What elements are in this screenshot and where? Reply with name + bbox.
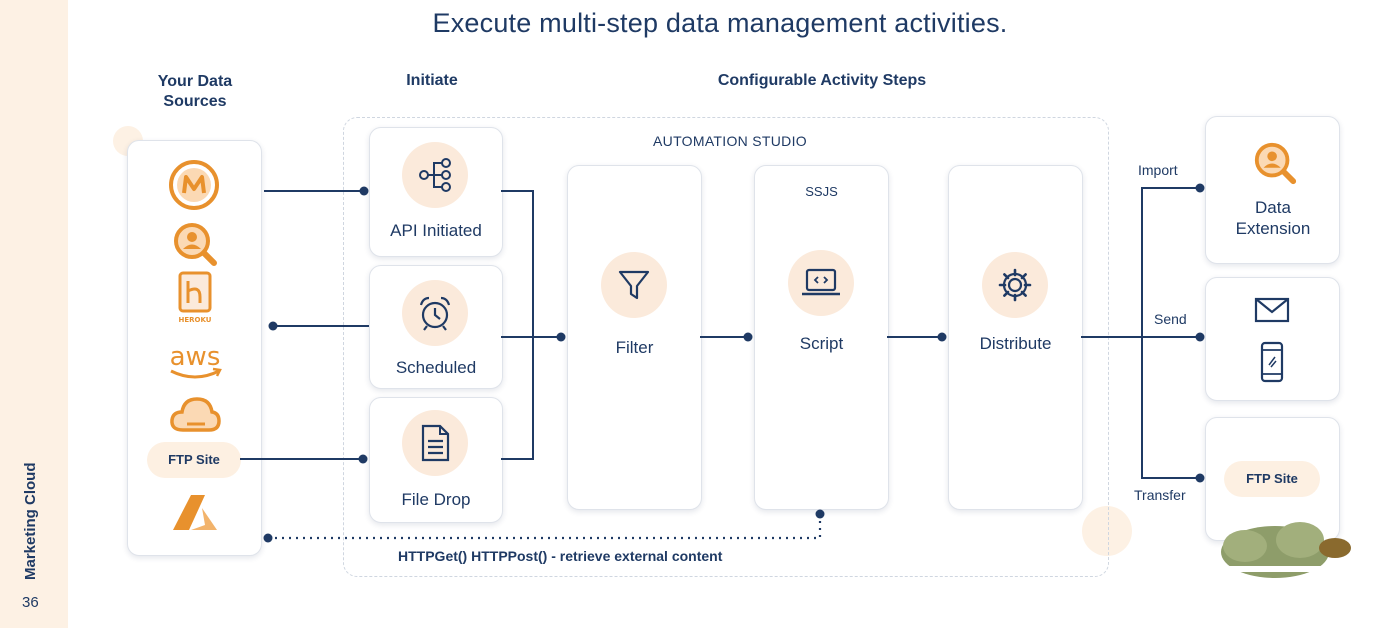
output-card-ftp-site: FTP Site: [1205, 417, 1340, 541]
heroku-caption: HEROKU: [179, 316, 212, 324]
source-ftp-site-pill: FTP Site: [147, 442, 241, 478]
automation-studio-label: AUTOMATION STUDIO: [653, 133, 807, 149]
api-share-icon: [402, 142, 468, 208]
step-label-distribute: Distribute: [979, 334, 1052, 353]
output-ftp-site-pill: FTP Site: [1224, 461, 1320, 497]
filter-icon: [601, 252, 667, 318]
data-search-icon: [170, 219, 220, 269]
initiator-label-scheduled: Scheduled: [395, 358, 477, 377]
document-icon: [402, 410, 468, 476]
envelope-icon: [1253, 296, 1291, 324]
edge-label-import: Import: [1138, 162, 1178, 178]
initiator-card-api-initiated: API Initiated: [369, 127, 503, 257]
edge-label-send: Send: [1154, 311, 1187, 327]
automation-studio-frame: [343, 117, 1109, 577]
step-label-filter: Filter: [615, 338, 654, 357]
step-tag-ssjs: SSJS: [805, 184, 838, 199]
edge-label-transfer: Transfer: [1134, 487, 1186, 503]
mulesoft-icon: [167, 158, 221, 212]
aws-caption: aws: [170, 342, 221, 372]
aws-icon: aws: [165, 339, 225, 383]
output-label-data-extension: Data Extension: [1235, 198, 1311, 238]
decorative-circle: [1082, 506, 1132, 556]
gear-icon: [982, 252, 1048, 318]
page-title: Execute multi-step data management activ…: [432, 8, 1008, 38]
google-cloud-icon: [168, 393, 222, 437]
header-initiate: Initiate: [406, 72, 458, 89]
header-configurable-activity-steps: Configurable Activity Steps: [717, 72, 927, 89]
step-label-script: Script: [799, 334, 844, 353]
data-sources-card: HEROKU aws FTP Site: [127, 140, 262, 556]
azure-icon: [168, 491, 222, 535]
output-card-data-extension: Data Extension: [1205, 116, 1340, 264]
initiator-card-file-drop: File Drop: [369, 397, 503, 523]
sidebar: Marketing Cloud 36: [0, 0, 68, 628]
mobile-phone-icon: [1258, 340, 1286, 384]
laptop-code-icon: [788, 250, 854, 316]
header-your-data-sources: Your Data Sources: [157, 73, 233, 110]
output-card-send: [1205, 277, 1340, 401]
page-number: 36: [22, 594, 39, 611]
data-search-icon: [1251, 139, 1299, 187]
initiator-card-scheduled: Scheduled: [369, 265, 503, 389]
alarm-clock-icon: [402, 280, 468, 346]
step-card-distribute: Distribute: [948, 165, 1083, 510]
initiator-label-api-initiated: API Initiated: [390, 221, 482, 240]
initiator-label-file-drop: File Drop: [401, 490, 471, 509]
http-external-content-label: HTTPGet() HTTPPost() - retrieve external…: [398, 548, 723, 564]
heroku-icon: HEROKU: [172, 271, 218, 325]
